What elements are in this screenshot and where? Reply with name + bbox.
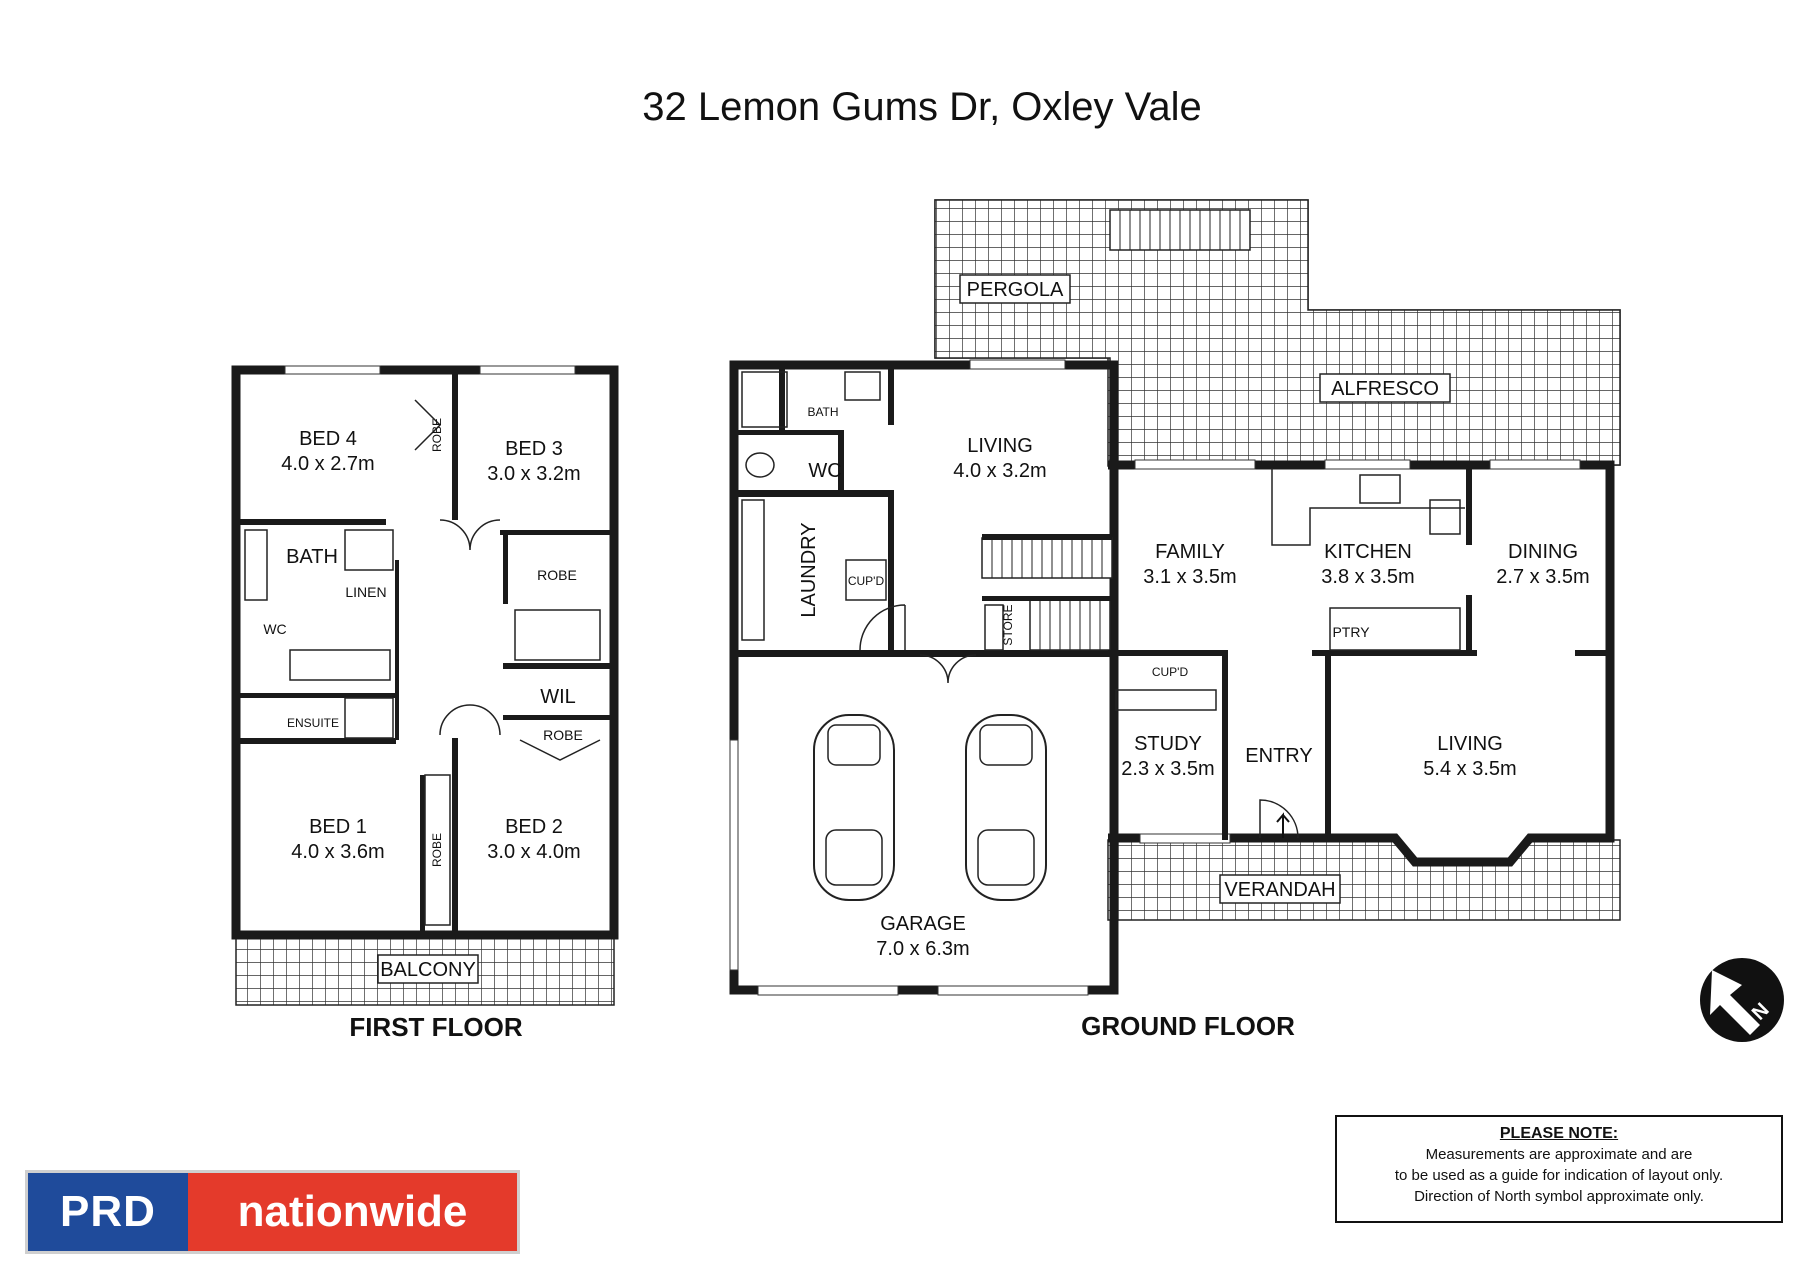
study-label: STUDY [1134, 733, 1202, 755]
disclaimer-box: PLEASE NOTE: Measurements are approximat… [1335, 1115, 1783, 1223]
agency-logo: PRD nationwide [25, 1170, 520, 1254]
note-line-2: to be used as a guide for indication of … [1394, 1167, 1724, 1184]
robe-label-3: ROBE [543, 727, 583, 743]
note-line-3: Direction of North symbol approximate on… [1414, 1188, 1704, 1205]
linen-label: LINEN [345, 584, 386, 600]
logo-prd: PRD [28, 1173, 188, 1251]
living-main-size: 5.4 x 3.5m [1423, 758, 1516, 780]
ground-floor-label: GROUND FLOOR [1081, 1011, 1295, 1041]
ground-floor: PERGOLA ALFRESCO VERANDAH [729, 199, 1621, 996]
ensuite-label: ENSUITE [287, 716, 339, 730]
bed2-label: BED 2 [505, 816, 563, 838]
first-floor: BED 4 4.0 x 2.7m BED 3 3.0 x 3.2m BATH L… [231, 365, 619, 1006]
logo-nationwide: nationwide [188, 1173, 517, 1251]
garage-label: GARAGE [880, 913, 966, 935]
first-floor-label: FIRST FLOOR [349, 1012, 523, 1042]
family-size: 3.1 x 3.5m [1143, 566, 1236, 588]
store-label: STORE [1001, 604, 1015, 645]
living-top-size: 4.0 x 3.2m [953, 460, 1046, 482]
note-line-1: Measurements are approximate and are [1425, 1146, 1693, 1163]
laundry-label: LAUNDRY [798, 522, 820, 617]
bath-label-ff: BATH [286, 546, 338, 568]
kitchen-size: 3.8 x 3.5m [1321, 566, 1414, 588]
note-heading: PLEASE NOTE: [1499, 1125, 1619, 1142]
entry-label: ENTRY [1245, 745, 1312, 767]
wc-label-gf: WC [808, 460, 841, 482]
bed3-label: BED 3 [505, 438, 563, 460]
car-icon-2 [965, 714, 1047, 901]
dining-label: DINING [1508, 541, 1578, 563]
pergola-label: PERGOLA [967, 279, 1064, 301]
alfresco-label: ALFRESCO [1331, 378, 1439, 400]
bed1-size: 4.0 x 3.6m [291, 841, 384, 863]
bath-label-gf: BATH [807, 405, 838, 419]
wc-label-ff: WC [263, 621, 286, 637]
bed4-label: BED 4 [299, 428, 357, 450]
plan-title: 32 Lemon Gums Dr, Oxley Vale [642, 85, 1202, 129]
north-compass-icon: N [1700, 958, 1784, 1042]
robe-label-4: ROBE [430, 833, 444, 867]
wil-label: WIL [540, 686, 576, 708]
cupd-label-2: CUP'D [1152, 665, 1189, 679]
robe-label-1: ROBE [430, 418, 444, 452]
garage-size: 7.0 x 6.3m [876, 938, 969, 960]
family-label: FAMILY [1155, 541, 1225, 563]
living-main-label: LIVING [1437, 733, 1503, 755]
car-icon [813, 714, 895, 901]
bed4-size: 4.0 x 2.7m [281, 453, 374, 475]
bed2-size: 3.0 x 4.0m [487, 841, 580, 863]
pantry-label: PTRY [1332, 624, 1370, 640]
verandah-label: VERANDAH [1224, 879, 1335, 901]
study-size: 2.3 x 3.5m [1121, 758, 1214, 780]
bed3-size: 3.0 x 3.2m [487, 463, 580, 485]
living-top-label: LIVING [967, 435, 1033, 457]
dining-size: 2.7 x 3.5m [1496, 566, 1589, 588]
cupd-label-1: CUP'D [848, 574, 885, 588]
kitchen-label: KITCHEN [1324, 541, 1412, 563]
robe-label-2: ROBE [537, 567, 577, 583]
balcony-label: BALCONY [380, 959, 476, 981]
bed1-label: BED 1 [309, 816, 367, 838]
